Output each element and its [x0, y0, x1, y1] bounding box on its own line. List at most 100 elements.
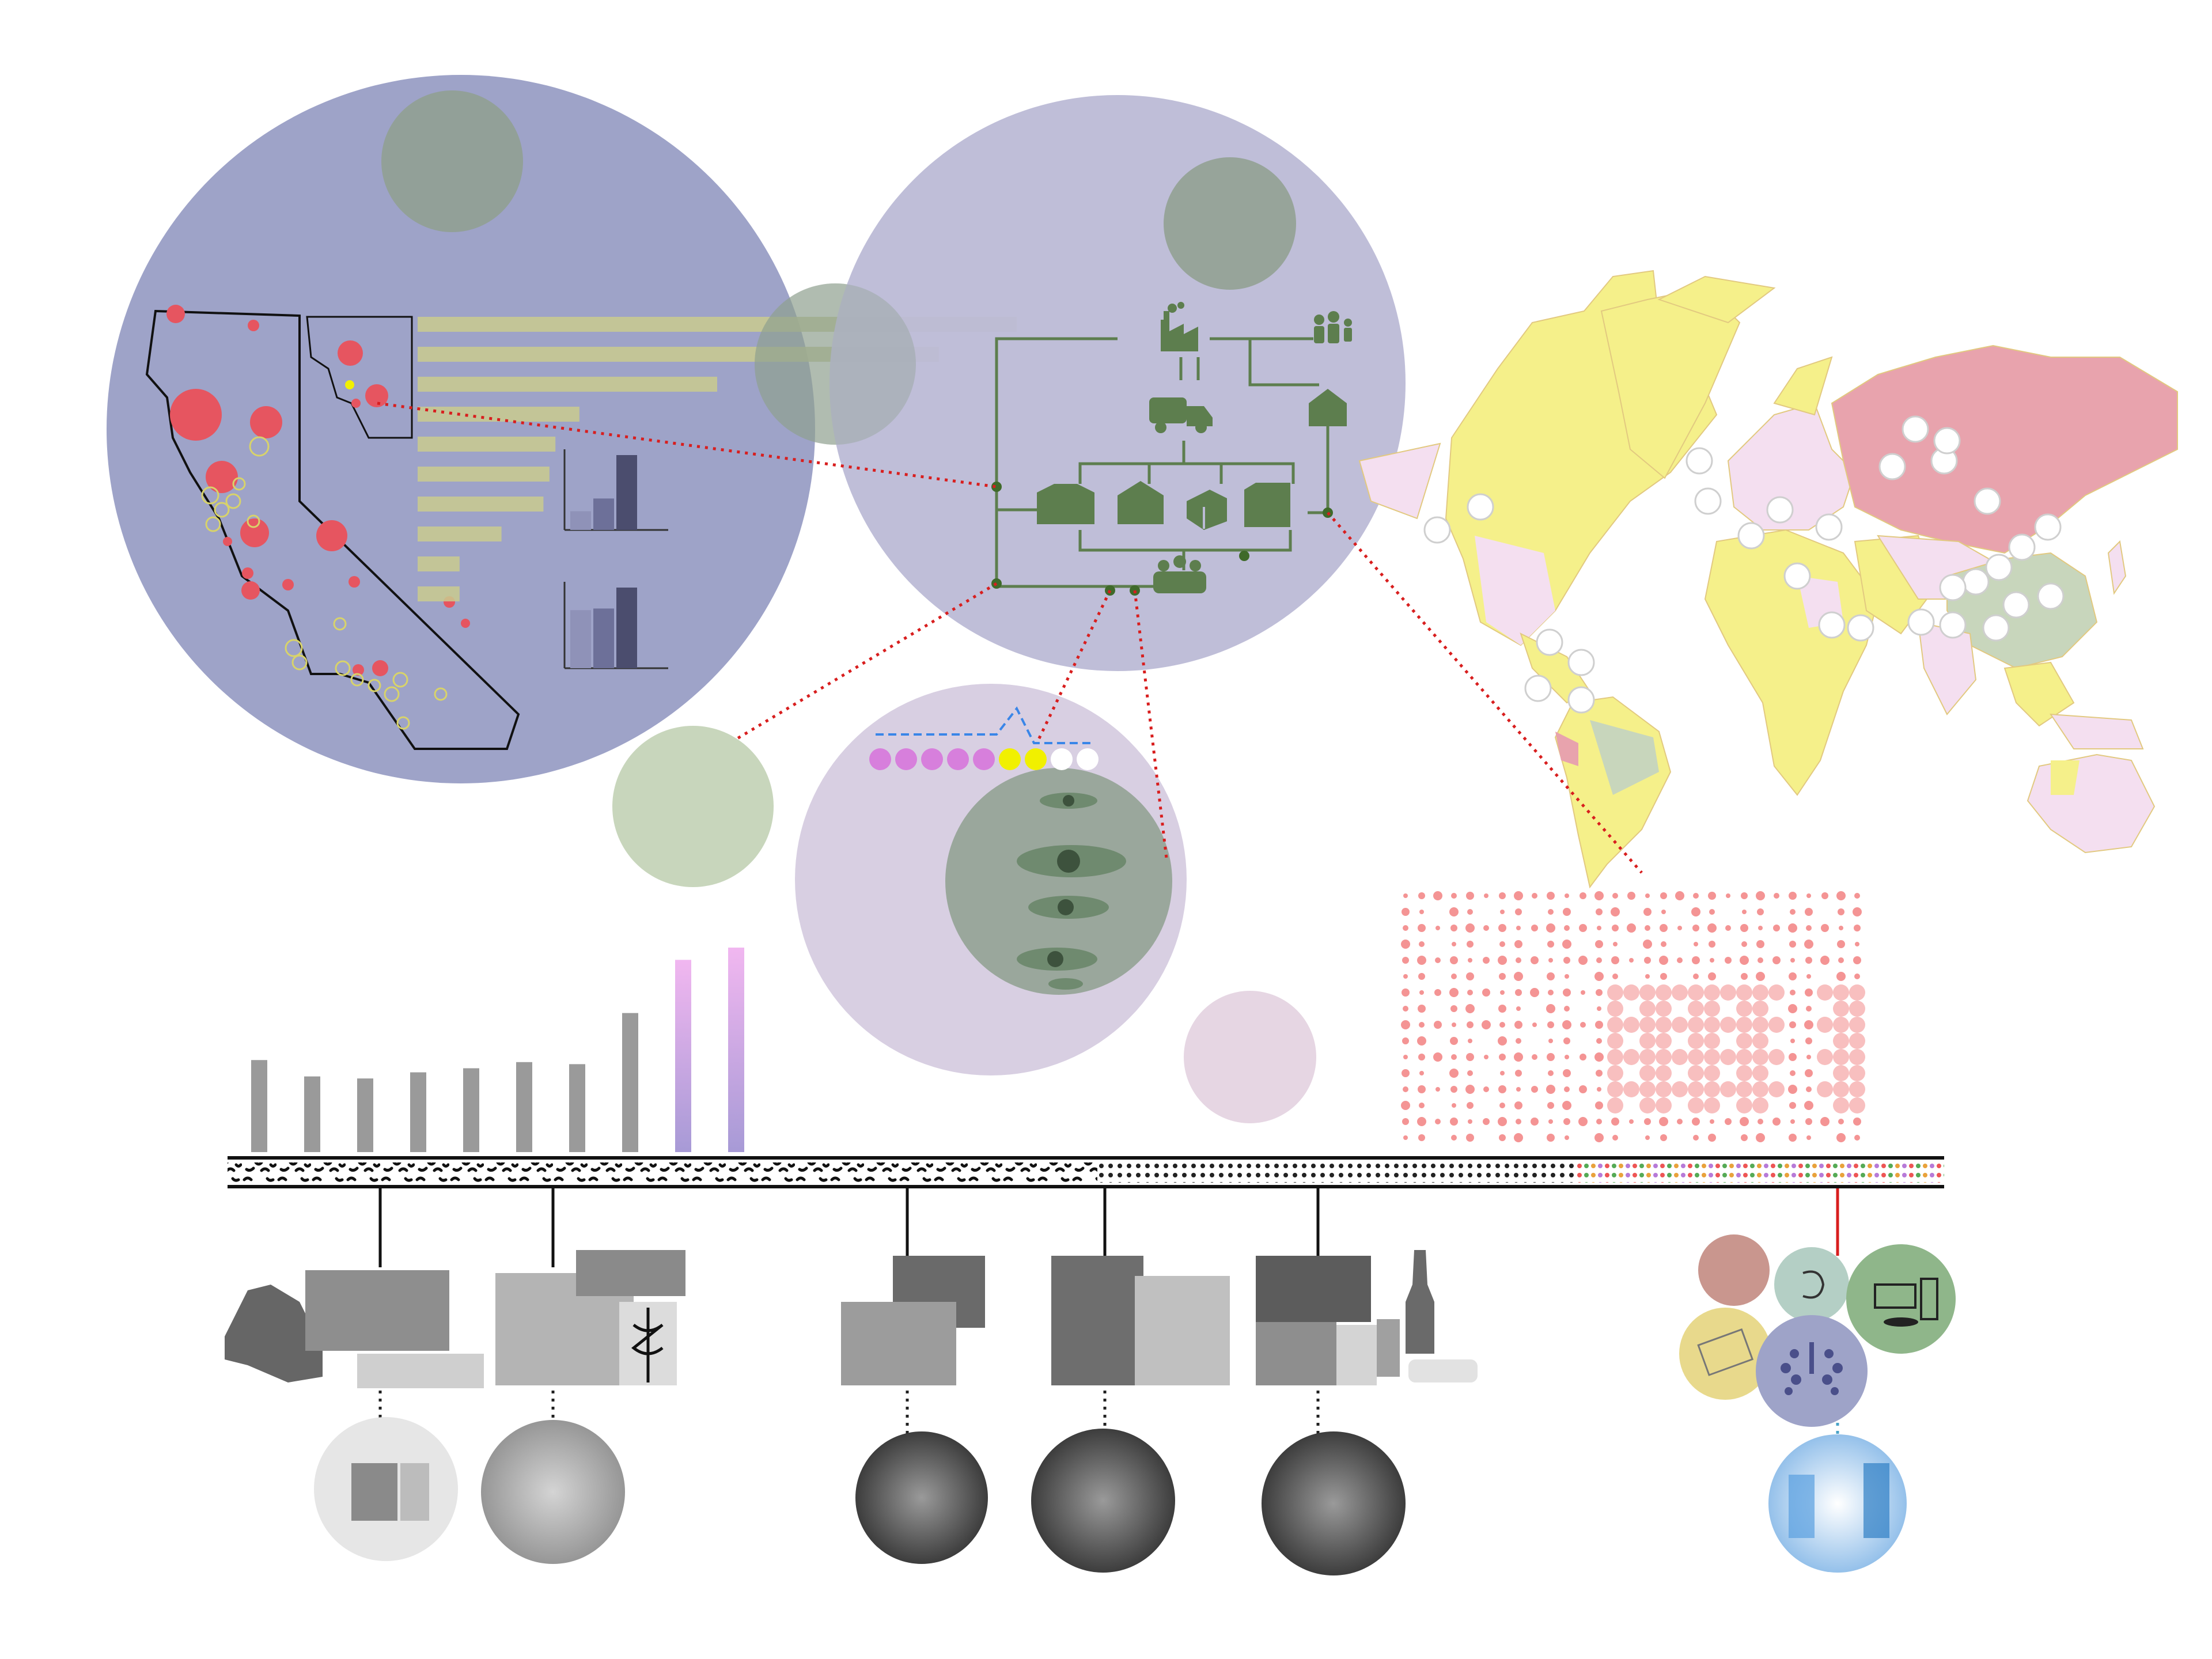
- eye-icon: [1040, 793, 1097, 809]
- heatmap-dot: [1661, 910, 1666, 914]
- heatmap-dot: [1693, 1135, 1699, 1141]
- heatmap-dot: [1450, 1086, 1457, 1093]
- heatmap-dot: [1595, 1101, 1603, 1109]
- heatmap-dot: [1849, 1065, 1865, 1081]
- heatmap-dot: [1530, 988, 1539, 997]
- heatmap-dot: [1450, 956, 1458, 964]
- heatmap-dot: [1854, 925, 1861, 931]
- heatmap-dot: [1611, 907, 1620, 916]
- heatmap-dot: [1612, 1135, 1618, 1141]
- heatmap-dot: [1752, 1049, 1768, 1065]
- heatmap-dot: [1499, 973, 1506, 980]
- heatmap-dot: [1468, 1119, 1472, 1124]
- mini-bar: [616, 455, 637, 530]
- map-pin-icon: [1567, 649, 1595, 676]
- map-pin-icon: [1982, 614, 2010, 642]
- heatmap-dot: [1789, 1053, 1797, 1061]
- heatmap-dot: [1804, 1101, 1813, 1110]
- heatmap-dot: [1418, 973, 1425, 980]
- heatmap-dot: [1742, 910, 1747, 914]
- map-pin-icon: [1933, 427, 1961, 454]
- heatmap-dot: [1804, 940, 1813, 949]
- heatmap-dot: [1725, 1118, 1732, 1125]
- heatmap-dot: [1849, 1097, 1865, 1113]
- heatmap-dot: [1418, 892, 1425, 899]
- heatmap-dot: [1403, 1135, 1408, 1140]
- legend-dot: [921, 748, 943, 770]
- collage-battle-sketch: [841, 1302, 956, 1385]
- heatmap-dot: [1656, 1097, 1672, 1113]
- pharmacy-icon: [1037, 484, 1094, 524]
- heatmap-dot: [1546, 1085, 1555, 1094]
- heatmap-dot: [1688, 1097, 1704, 1113]
- round-photo-apothecary-shop: [481, 1420, 625, 1564]
- heatmap-dot: [1854, 1135, 1860, 1141]
- map-pin-icon: [1685, 447, 1713, 475]
- heatmap-dot: [1656, 1065, 1672, 1081]
- heatmap-dot: [1419, 941, 1425, 947]
- heatmap-dot: [1708, 892, 1716, 900]
- heatmap-dot: [1820, 956, 1830, 965]
- heatmap-dot: [1451, 893, 1457, 899]
- heatmap-dot: [1656, 1001, 1672, 1017]
- heatmap-dot: [1498, 924, 1506, 932]
- heatmap-dot: [1611, 956, 1619, 964]
- heatmap-dot: [1547, 1053, 1555, 1061]
- heatmap-dot: [1708, 1134, 1716, 1142]
- heatmap-dot: [1741, 941, 1747, 947]
- heatmap-dot: [1660, 924, 1668, 932]
- collage-scale-drawing: [357, 1354, 484, 1388]
- map-pin-icon: [1694, 487, 1722, 515]
- heatmap-dot: [1736, 1049, 1752, 1065]
- heatmap-dot: [1607, 1065, 1623, 1081]
- heatmap-dot: [1629, 1119, 1634, 1124]
- heatmap-dot: [1853, 956, 1861, 964]
- heatmap-dot: [1402, 1069, 1410, 1077]
- heatmap-dot: [1833, 1097, 1849, 1113]
- heatmap-dot: [1660, 892, 1667, 899]
- california-circle-group: [107, 75, 1017, 783]
- heatmap-dot: [1692, 956, 1700, 964]
- map-pin-icon: [1423, 516, 1451, 544]
- heatmap-dot: [1482, 1020, 1491, 1029]
- round-photo-portrait-man: [1031, 1429, 1175, 1573]
- historic-bar: [463, 1068, 479, 1152]
- heatmap-dot: [1660, 1134, 1667, 1141]
- heatmap-dot: [1691, 907, 1700, 916]
- heatmap-dot: [1402, 908, 1410, 916]
- heatmap-dot: [1531, 1086, 1538, 1093]
- heatmap-dot: [1710, 958, 1714, 963]
- heatmap-dot: [1499, 1103, 1505, 1108]
- heatmap-dot: [1752, 1033, 1768, 1049]
- heatmap-dot: [1467, 990, 1473, 995]
- heatmap-dot: [1806, 1055, 1811, 1059]
- box-icon: [1187, 490, 1227, 530]
- mini-bar-chart-bottom: [563, 582, 668, 669]
- heatmap-dot: [1854, 974, 1860, 979]
- heatmap-dot: [1694, 942, 1698, 946]
- heatmap-dot: [1660, 973, 1667, 980]
- heatmap-dot: [1688, 1001, 1704, 1017]
- heatmap-dot: [1596, 957, 1602, 963]
- heatmap-dot: [1435, 1119, 1441, 1124]
- world-map: [1358, 270, 2178, 889]
- heatmap-dot: [1531, 956, 1539, 964]
- heatmap-dot: [1693, 974, 1699, 979]
- heatmap-dot: [1740, 1117, 1749, 1126]
- collage-press-machine: [1135, 1276, 1230, 1385]
- heatmap-dot: [1403, 1086, 1408, 1092]
- eye-icon: [1017, 948, 1097, 971]
- heatmap-dot: [1833, 1033, 1849, 1049]
- heatmap-dot: [1757, 908, 1764, 915]
- historic-bar: [516, 1062, 532, 1152]
- cluster-embryo-circle: [1774, 1247, 1849, 1322]
- flow-diagram: [995, 337, 1330, 588]
- heatmap-dot: [1498, 956, 1507, 965]
- heatmap-dot: [1849, 1033, 1865, 1049]
- shop-icon: [1244, 483, 1290, 527]
- heatmap-dot: [1855, 942, 1859, 946]
- heatmap-dot: [1581, 990, 1585, 995]
- heatmap-dot: [1531, 925, 1538, 931]
- heatmap-dot: [1756, 972, 1765, 981]
- heatmap-dot: [1659, 1117, 1668, 1126]
